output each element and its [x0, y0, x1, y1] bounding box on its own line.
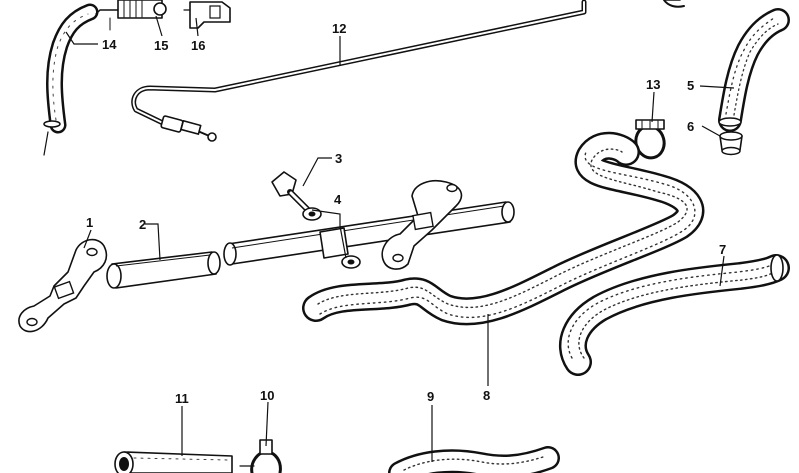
bracket-part-1 — [18, 238, 108, 333]
callout-6: 6 — [687, 119, 694, 134]
hose-part-7 — [559, 254, 790, 376]
valve-part-15 — [95, 0, 167, 31]
hose-part-11 — [114, 451, 233, 473]
bolt-part-3 — [271, 171, 313, 215]
bracket-tube-assembly — [223, 180, 515, 270]
hose-part-9 — [388, 446, 560, 473]
callout-1: 1 — [86, 215, 93, 230]
callout-14: 14 — [102, 37, 117, 52]
plug-part-6 — [719, 131, 743, 156]
callout-labels: 1 2 3 4 5 6 7 8 9 10 11 12 13 14 15 16 — [86, 21, 726, 406]
partial-fitting-top-right — [663, 0, 685, 8]
hose-part-5 — [718, 8, 790, 132]
hose-part-14 — [43, 3, 99, 156]
leader-lines — [65, 15, 735, 462]
sleeve-part-2 — [106, 251, 221, 289]
callout-3: 3 — [335, 151, 342, 166]
callout-9: 9 — [427, 389, 434, 404]
callout-7: 7 — [719, 242, 726, 257]
callout-12: 12 — [332, 21, 346, 36]
callout-10: 10 — [260, 388, 274, 403]
callout-2: 2 — [139, 217, 146, 232]
callout-8: 8 — [483, 388, 490, 403]
clamp-part-10 — [239, 439, 282, 473]
callout-5: 5 — [687, 78, 694, 93]
callout-11: 11 — [175, 391, 189, 406]
pipe-part-12 — [131, 0, 587, 142]
callout-15: 15 — [154, 38, 168, 53]
fitting-part-16 — [183, 1, 231, 29]
callout-16: 16 — [191, 38, 205, 53]
hose-part-8 — [302, 131, 705, 326]
callout-4: 4 — [334, 192, 342, 207]
callout-13: 13 — [646, 77, 660, 92]
